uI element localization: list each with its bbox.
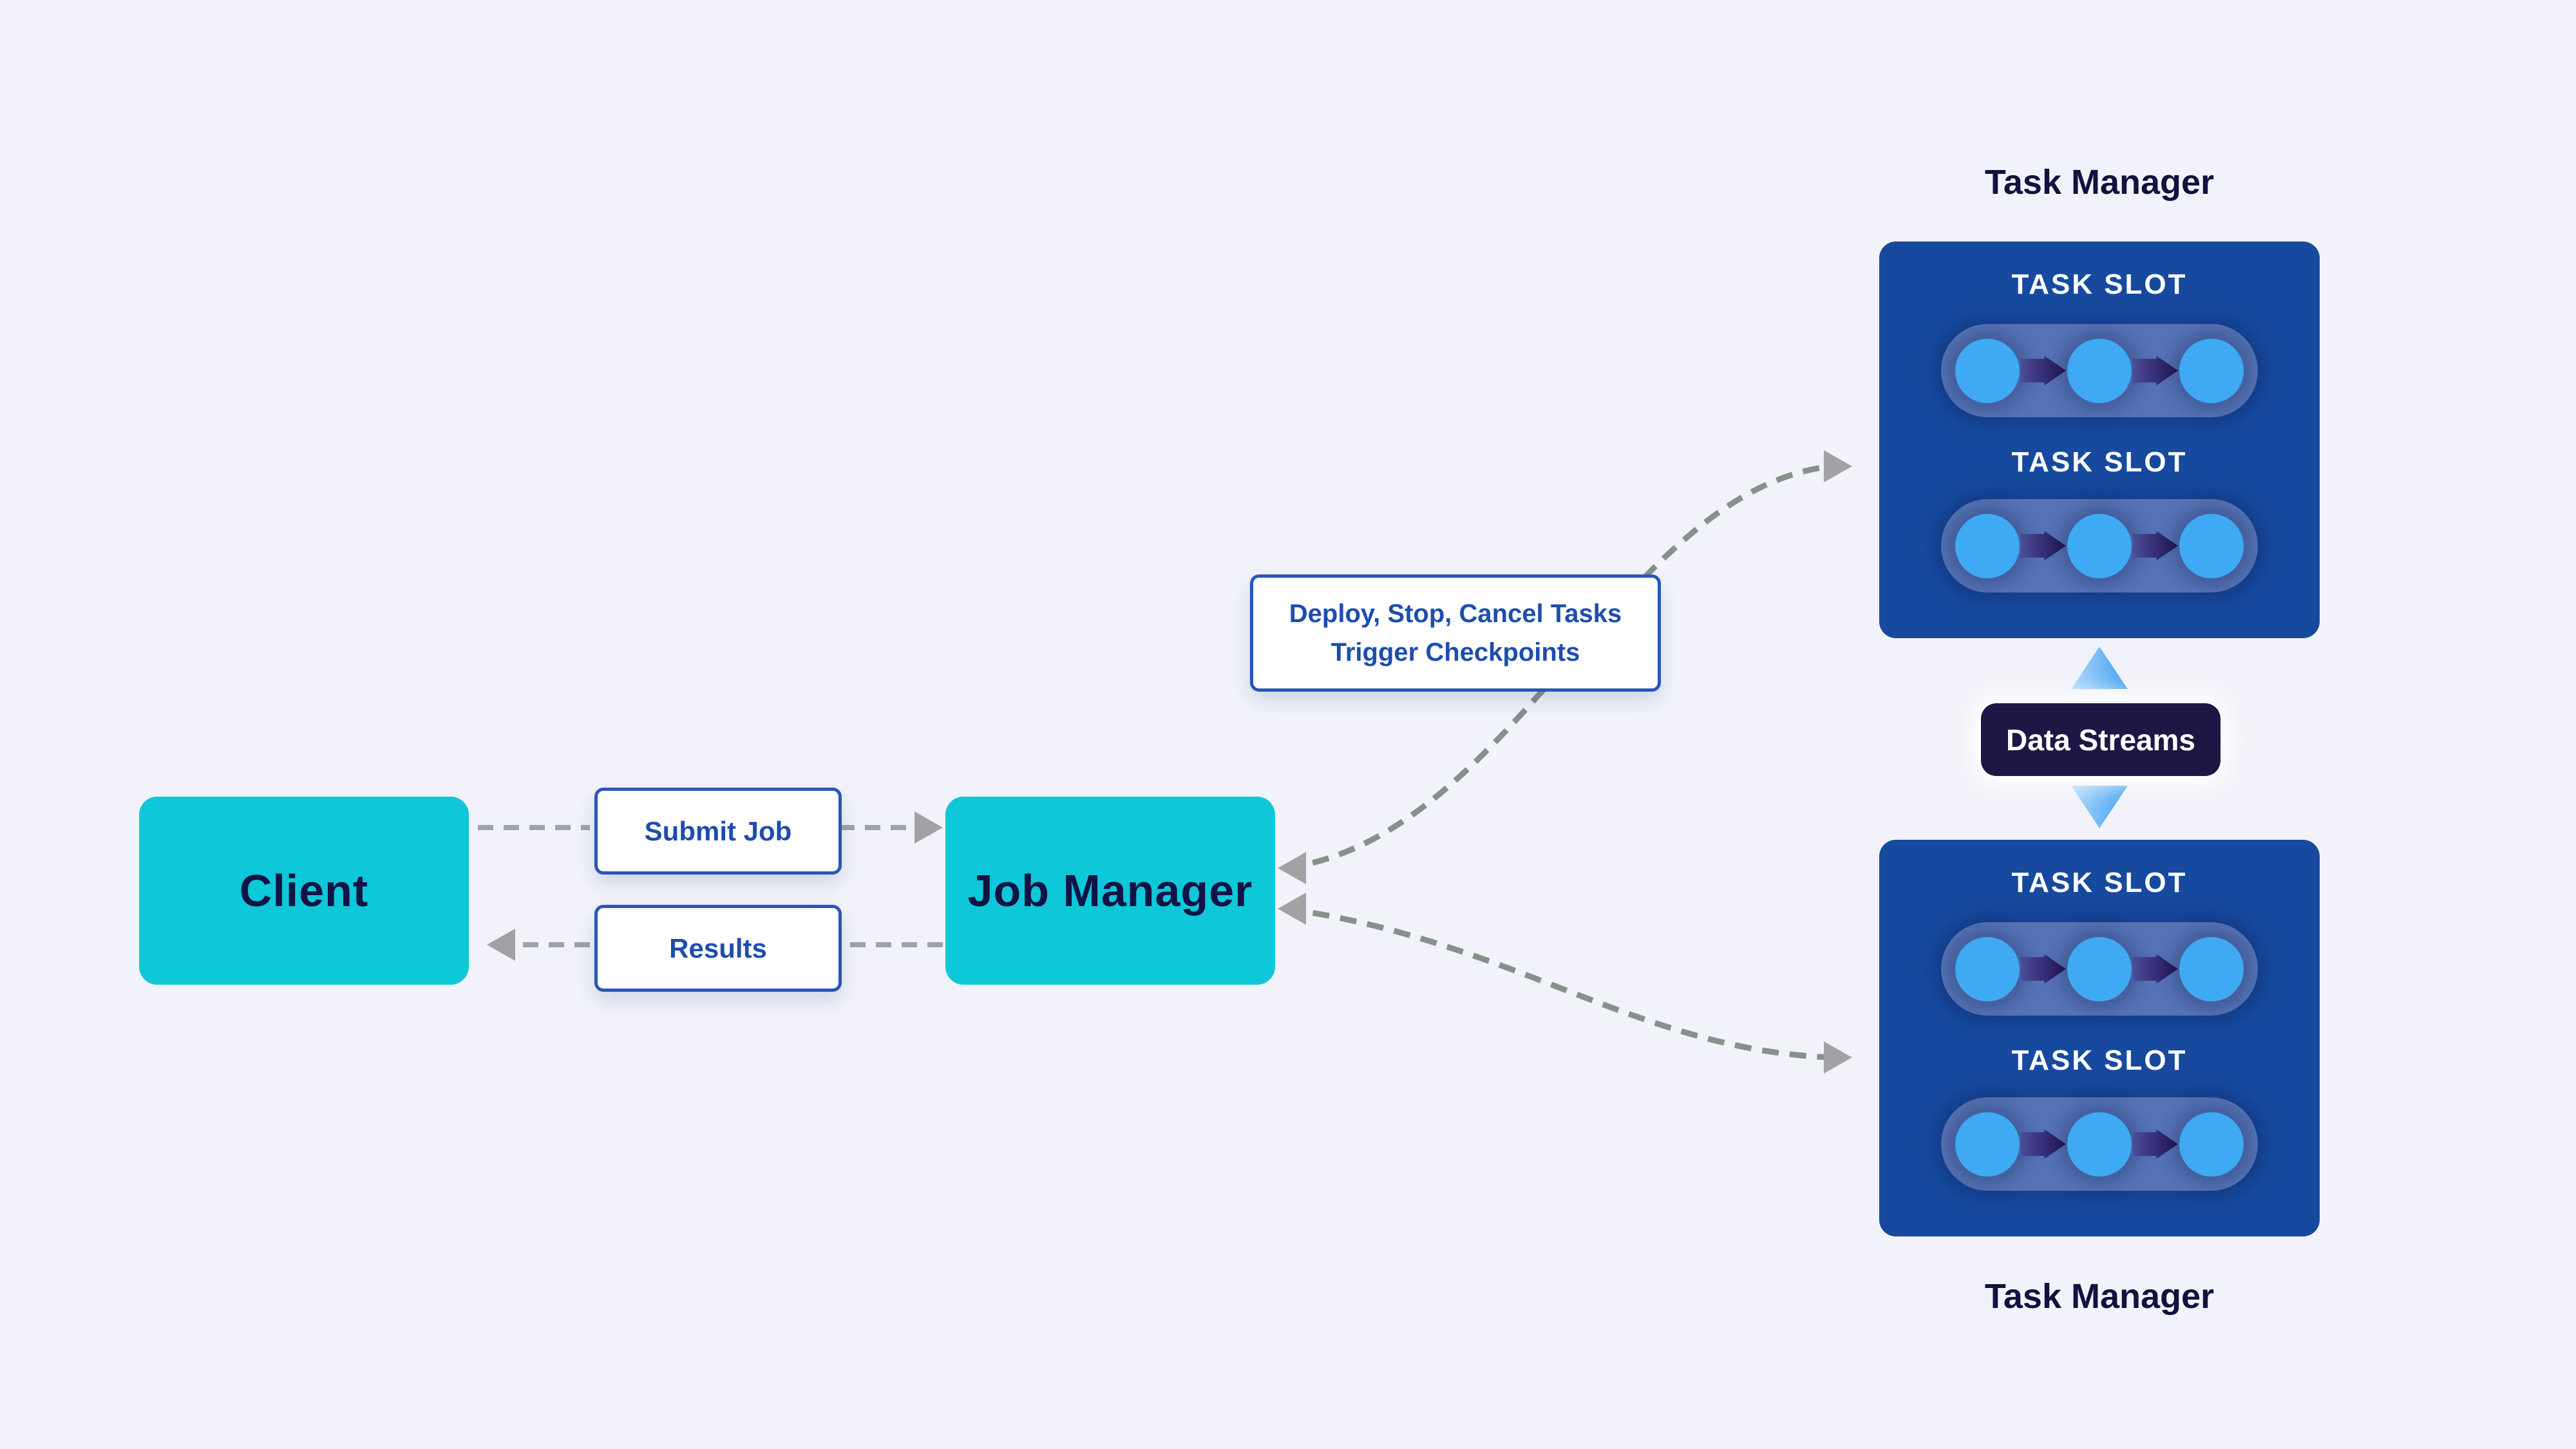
task-slot-pill (1941, 1097, 2258, 1191)
results-label-box: Results (594, 905, 842, 992)
deploy-label-box: Deploy, Stop, Cancel Tasks Trigger Check… (1250, 574, 1661, 692)
deploy-label-line2: Trigger Checkpoints (1331, 638, 1580, 667)
task-arrow-icon (2133, 954, 2178, 984)
data-streams-badge: Data Streams (1981, 703, 2221, 776)
task-circle (2067, 338, 2132, 403)
submit-job-label-box: Submit Job (594, 788, 842, 875)
task-circle (2067, 936, 2132, 1001)
task-slot-label: TASK SLOT (2011, 1045, 2188, 1076)
curve-top-right-arrowhead-icon (1824, 450, 1852, 482)
task-circle (1955, 338, 2020, 403)
curve-bottom-right-arrowhead-icon (1824, 1041, 1852, 1074)
job-manager-node-label: Job Manager (967, 866, 1253, 916)
task-slot-pill (1941, 922, 2258, 1016)
task-arrow-icon (2021, 954, 2066, 984)
task-arrow-icon (2133, 531, 2178, 561)
submit-job-label: Submit Job (644, 815, 792, 846)
task-slot-label: TASK SLOT (2011, 446, 2188, 478)
task-arrow-icon (2021, 355, 2066, 386)
task-circle (2067, 513, 2132, 578)
task-circle (2067, 1112, 2132, 1177)
deploy-label-line1: Deploy, Stop, Cancel Tasks (1289, 600, 1622, 628)
task-arrow-icon (2021, 1129, 2066, 1159)
task-arrow-icon (2021, 531, 2066, 561)
task-manager-bottom-title: Task Manager (1984, 1277, 2215, 1316)
results-arrowhead-icon (487, 929, 515, 961)
task-circle (2179, 338, 2244, 403)
task-slot-label: TASK SLOT (2011, 269, 2188, 300)
task-circle (1955, 936, 2020, 1001)
curve-top-left-arrowhead-icon (1278, 852, 1306, 884)
task-manager-top-box: TASK SLOT TASK SLOT (1879, 242, 2320, 638)
data-streams-up-arrow-icon (2071, 647, 2128, 689)
job-manager-node: Job Manager (945, 797, 1275, 985)
submit-arrowhead-icon (914, 811, 943, 844)
task-circle (2179, 513, 2244, 578)
task-circle (1955, 1112, 2020, 1177)
curve-bottom-left-arrowhead-icon (1278, 893, 1306, 925)
deploy-curve-bottom (1285, 905, 1832, 1061)
data-streams-down-arrow-icon (2071, 786, 2128, 828)
task-slot-label: TASK SLOT (2011, 867, 2188, 898)
task-circle (1955, 513, 2020, 578)
data-streams-label: Data Streams (2005, 723, 2196, 757)
client-node-label: Client (239, 866, 369, 916)
task-arrow-icon (2133, 1129, 2178, 1159)
task-slot-pill (1941, 324, 2258, 417)
task-slot-pill (1941, 499, 2258, 592)
client-node: Client (139, 797, 469, 985)
results-label: Results (669, 933, 767, 963)
task-manager-top-title: Task Manager (1984, 163, 2215, 202)
task-arrow-icon (2133, 355, 2178, 386)
task-circle (2179, 1112, 2244, 1177)
task-manager-bottom-box: TASK SLOT TASK SLOT (1879, 840, 2320, 1236)
task-circle (2179, 936, 2244, 1001)
